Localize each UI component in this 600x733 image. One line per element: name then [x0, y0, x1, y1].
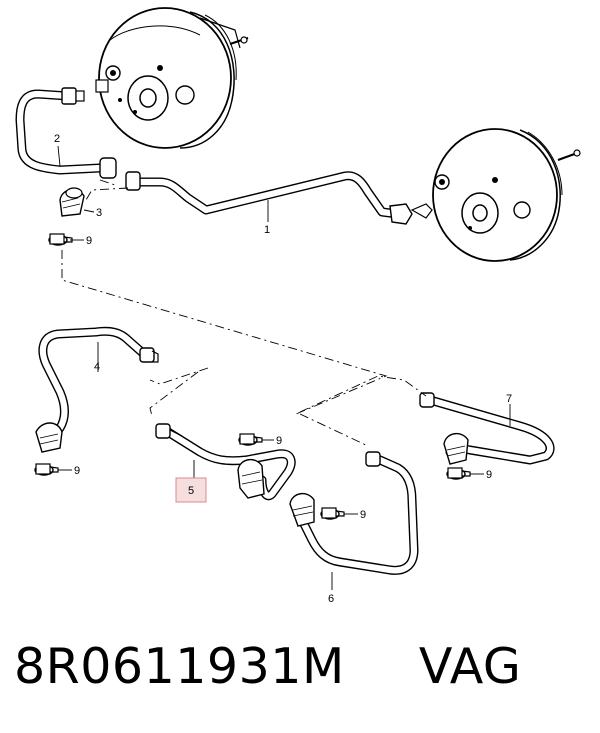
brake-booster-right: [432, 128, 581, 262]
vacuum-line-2: [15, 79, 117, 179]
hose-clip-9-left: [34, 463, 59, 476]
callout-4: 4: [94, 361, 100, 373]
callout-3: 3: [96, 207, 102, 219]
caption: 8R0611931M VAG: [14, 638, 594, 718]
part-number: 8R0611931M: [14, 638, 345, 695]
vacuum-line-4: [35, 326, 159, 453]
vacuum-line-6: [289, 451, 419, 575]
callout-1: 1: [264, 224, 270, 236]
callout-2: 2: [54, 133, 60, 145]
vacuum-line-5: [155, 423, 296, 501]
assembly-reference-lines: [61, 179, 427, 447]
callout-7: 7: [506, 393, 512, 405]
hose-clip-9-right: [446, 467, 471, 480]
callout-9-right: 9: [486, 469, 492, 481]
callout-9-top: 9: [86, 235, 92, 247]
parts-diagram: 2 3 9 1 4 9 9 9 9 7 6 5: [15, 7, 581, 605]
callout-9-middle: 9: [276, 435, 282, 447]
callout-9-bottom: 9: [360, 509, 366, 521]
vacuum-line-1: [125, 171, 433, 225]
hose-clip-9-top: [48, 233, 73, 246]
hose-clip-9-middle: [238, 433, 263, 446]
hose-clip-9-bottom: [320, 507, 345, 520]
callout-leaders: [57, 145, 511, 590]
callout-9-left: 9: [74, 465, 80, 477]
callout-5: 5: [188, 485, 194, 497]
callout-5-highlight: [175, 477, 207, 503]
connector-3: [59, 187, 85, 217]
callout-6: 6: [328, 593, 334, 605]
vacuum-line-7: [419, 392, 555, 465]
brand-name: VAG: [418, 638, 522, 695]
brake-booster-left: [98, 7, 249, 149]
